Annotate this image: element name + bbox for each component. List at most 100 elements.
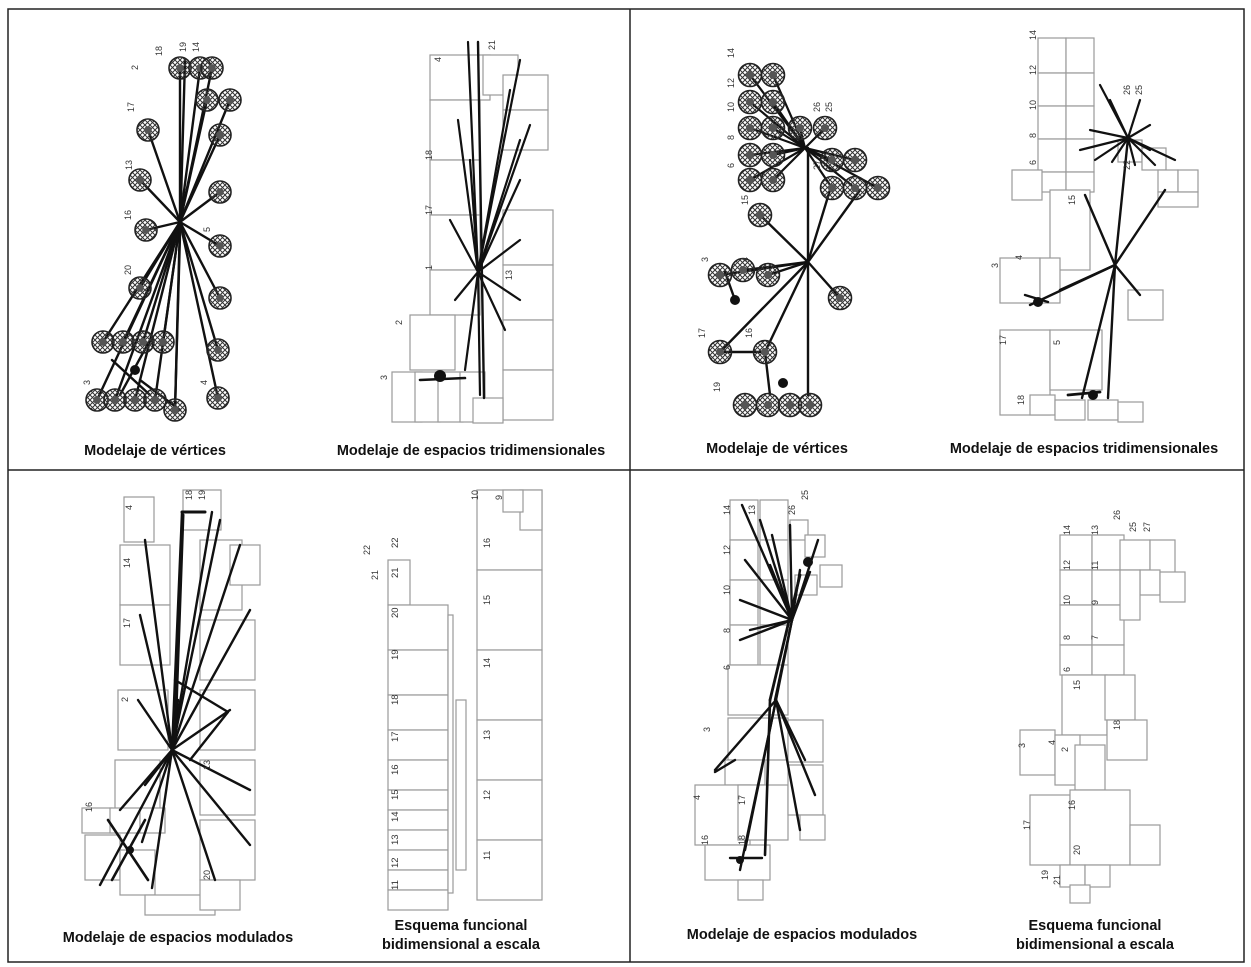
node-label: 6 (722, 665, 732, 670)
vertex-core (142, 226, 150, 234)
space-box (738, 785, 788, 840)
node-label: 10 (726, 102, 736, 112)
node-label: 14 (122, 558, 132, 568)
space-box (1000, 258, 1040, 303)
caption-vertex-model-2: Modelaje de vértices (662, 440, 892, 459)
functional-scheme-panel-4: 1412108613119726252715342171618192021 (1017, 510, 1185, 903)
caption-functional-scheme-3: Esquema funcional bidimensional a escala (356, 917, 566, 955)
space-box (1120, 570, 1140, 620)
edge-line (808, 190, 830, 262)
node-label: 13 (482, 730, 492, 740)
node-label: 16 (700, 835, 710, 845)
edge-line (1110, 100, 1128, 138)
vertex-core (216, 188, 224, 196)
node-label: 13 (747, 505, 757, 515)
node-label: 5 (202, 227, 212, 232)
node-label: 22 (1122, 160, 1132, 170)
space-box (1038, 73, 1066, 106)
vertex-core (764, 401, 772, 409)
space-box (1158, 192, 1198, 207)
caption-functional-scheme-4: Esquema funcional bidimensional a escala (990, 917, 1200, 955)
space-box (1020, 730, 1055, 775)
space-box (120, 545, 170, 605)
space-box (1062, 675, 1107, 735)
node-label: 2 (130, 65, 140, 70)
edge-line (135, 222, 180, 400)
space-box (1105, 675, 1135, 720)
space-box (477, 780, 542, 840)
vertex-core (739, 266, 747, 274)
node-label: 17 (737, 795, 747, 805)
node-label: 6 (1028, 160, 1038, 165)
space-box (503, 370, 553, 420)
space-box (1060, 865, 1085, 887)
node-label: 14 (191, 42, 201, 52)
node-label: 13 (1090, 525, 1100, 535)
node-label: 13 (390, 834, 401, 845)
node-label: 17 (697, 328, 707, 338)
node-label: 4 (199, 380, 209, 385)
caption-vertex-model-1: Modelaje de vértices (40, 442, 270, 461)
vertex-core (828, 184, 836, 192)
node-label: 2 (1060, 747, 1070, 752)
node-label: 14 (722, 505, 732, 515)
vertex-core (851, 156, 859, 164)
space-box (410, 315, 455, 370)
edge-line (148, 130, 180, 222)
node-label: 16 (390, 764, 401, 775)
node-label: 15 (390, 789, 401, 800)
node-label: 3 (990, 263, 1000, 268)
node-label: 19 (178, 42, 188, 52)
node-label: 4 (124, 505, 134, 510)
space-box (1066, 38, 1094, 73)
vertex-core (159, 338, 167, 346)
space-box (477, 840, 542, 900)
node-label: 18 (184, 490, 194, 500)
vertex-core (208, 64, 216, 72)
space-box (124, 497, 154, 542)
space-box (1066, 73, 1094, 106)
node-label: 12 (482, 790, 492, 800)
node-label: 3 (1017, 743, 1027, 748)
node-label: 15 (1067, 195, 1077, 205)
space-box (1066, 172, 1094, 192)
caption-modulated-model-4: Modelaje de espacios modulados (664, 926, 940, 945)
node-label: 3 (379, 375, 389, 380)
junction-dot (730, 295, 740, 305)
node-label: 14 (1028, 30, 1038, 40)
node-label: 4 (740, 257, 750, 262)
vertex-core (769, 176, 777, 184)
node-label: 11 (482, 851, 492, 860)
node-label: 18 (424, 150, 434, 160)
vertex-core (131, 396, 139, 404)
node-label: 12 (390, 857, 401, 868)
vertex-core (99, 338, 107, 346)
space-box (1070, 885, 1090, 903)
vertex-core (874, 184, 882, 192)
node-label: 8 (1062, 635, 1072, 640)
junction-dot (1033, 297, 1043, 307)
functional-scheme-panel-3: 2221201918171615141312112221161514131211… (362, 490, 542, 910)
space-box (1066, 106, 1094, 139)
node-label: 8 (1028, 133, 1038, 138)
vertex-core (214, 394, 222, 402)
vertex-core (761, 348, 769, 356)
node-label: 20 (202, 870, 212, 880)
space-box (730, 625, 758, 665)
vertex-core (746, 71, 754, 79)
vertex-core (741, 401, 749, 409)
space-box (388, 890, 448, 910)
space-box (448, 615, 453, 893)
vertex-core (769, 98, 777, 106)
node-label: 16 (482, 538, 492, 548)
node-label: 21 (370, 570, 380, 580)
node-label: 18 (737, 835, 747, 845)
space-box (503, 490, 523, 512)
caption-line-1: Esquema funcional (990, 917, 1200, 936)
node-label: 4 (1014, 255, 1024, 260)
vertex-core (769, 71, 777, 79)
space-box (1178, 170, 1198, 192)
vertex-core (136, 284, 144, 292)
node-label: 12 (1062, 560, 1072, 570)
